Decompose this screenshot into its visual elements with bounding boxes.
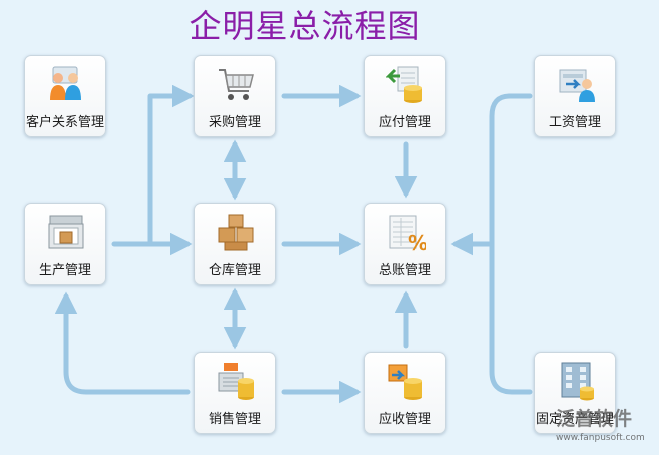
node-salary[interactable]: 工资管理 [534, 55, 616, 137]
node-payable-label: 应付管理 [378, 115, 431, 130]
node-sales[interactable]: 销售管理 [194, 352, 276, 434]
node-payable[interactable]: 应付管理 [364, 55, 446, 137]
node-ledger[interactable]: % 总账管理 [364, 203, 446, 285]
svg-text:%: % [408, 231, 426, 252]
node-receivable-label: 应收管理 [378, 412, 431, 427]
node-production[interactable]: 生产管理 [24, 203, 106, 285]
watermark-name: 泛普软件 [556, 408, 633, 430]
node-sales-label: 销售管理 [208, 412, 261, 427]
ledger-percent-icon: % [389, 215, 426, 252]
salary-icon [559, 69, 595, 102]
building-icon [561, 362, 594, 401]
node-production-label: 生产管理 [38, 263, 91, 278]
node-salary-label: 工资管理 [548, 115, 601, 130]
node-purchase-label: 采购管理 [208, 115, 261, 130]
node-purchase[interactable]: 采购管理 [194, 55, 276, 137]
arrow-salary-assets-to-ledger [489, 93, 533, 395]
node-fixed-assets[interactable]: 固定资产管理 [534, 352, 616, 434]
node-warehouse[interactable]: 仓库管理 [194, 203, 276, 285]
cash-register-icon [218, 363, 254, 400]
arrow-sales-to-production [54, 291, 191, 395]
factory-machine-icon [48, 215, 84, 249]
node-crm[interactable]: 客户关系管理 [24, 55, 106, 137]
receivable-coins-icon [388, 364, 422, 400]
payment-coins-icon [386, 66, 422, 103]
node-receivable[interactable]: 应收管理 [364, 352, 446, 434]
watermark-url: www.fanpusoft.com [556, 433, 645, 443]
diagram-title: 企明星总流程图 [189, 7, 421, 45]
boxes-icon [218, 214, 254, 251]
node-ledger-label: 总账管理 [378, 263, 431, 278]
arrow-production-to-purchase [111, 84, 195, 247]
node-crm-label: 客户关系管理 [25, 115, 104, 130]
node-warehouse-label: 仓库管理 [208, 263, 261, 278]
shopping-cart-icon [219, 69, 254, 100]
customers-icon [50, 66, 81, 100]
node-fixed-assets-label: 固定资产管理 [535, 412, 614, 427]
